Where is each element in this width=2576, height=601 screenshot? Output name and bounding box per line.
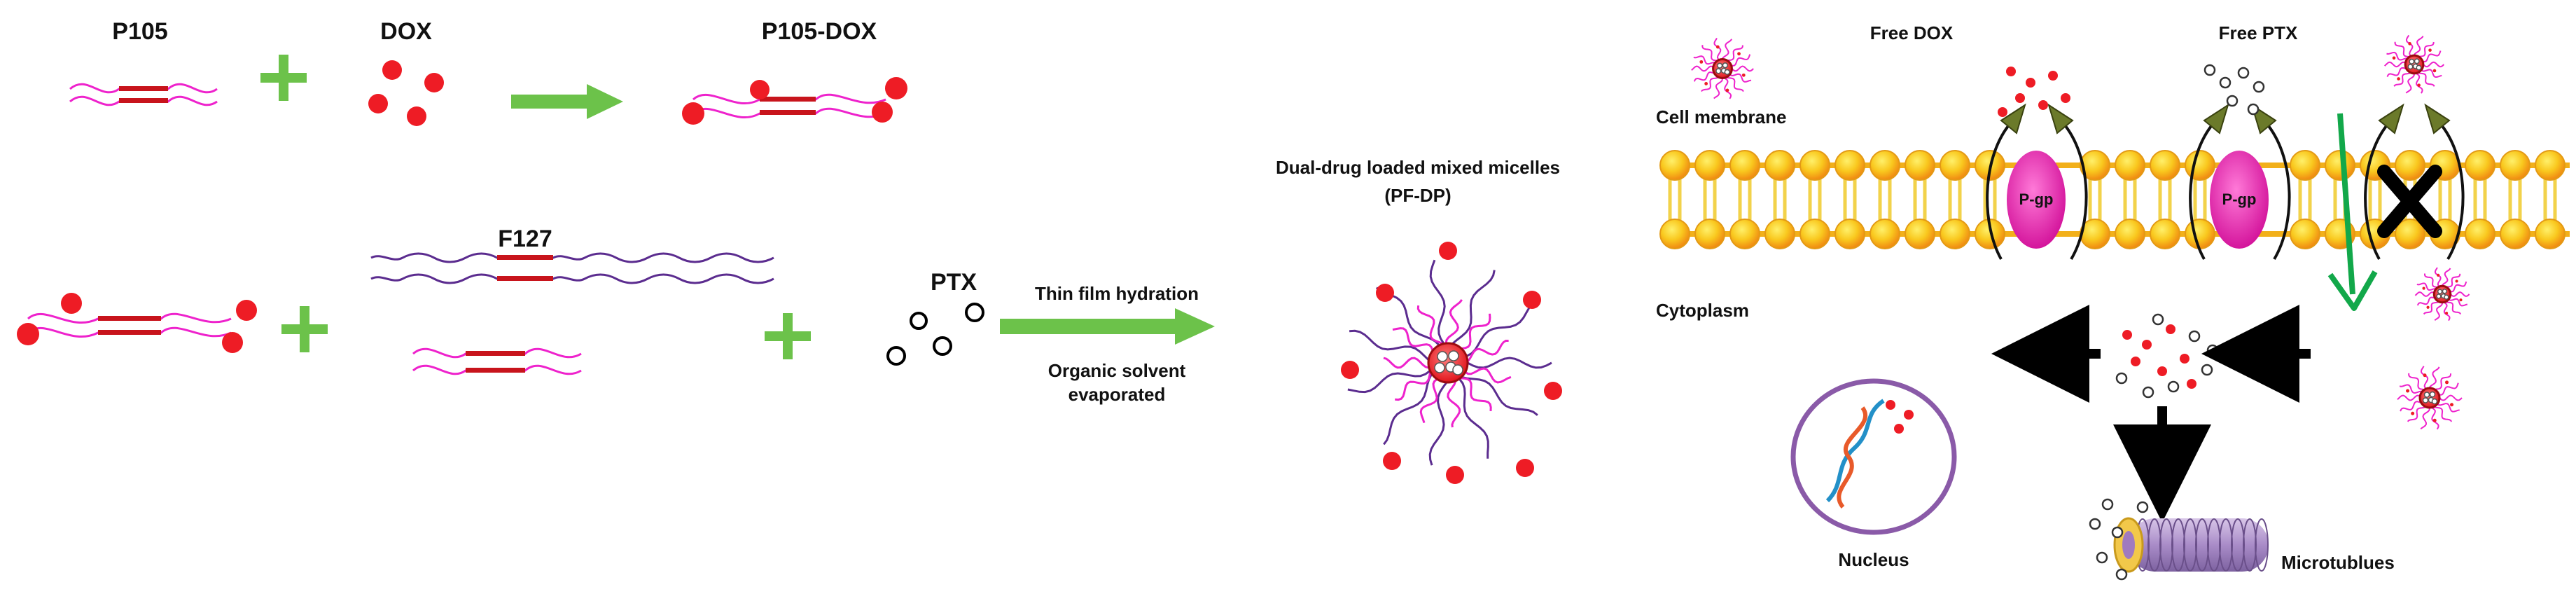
label-cytoplasm: Cytoplasm [1656, 300, 1749, 321]
p105-copolymer [69, 83, 218, 106]
arrow-thin-film-hydration [1000, 308, 1215, 345]
lipid-molecule [1694, 150, 1725, 249]
lipid-molecule [1905, 150, 1935, 249]
label-free-dox: Free DOX [1870, 22, 1954, 43]
plus-sign-1 [260, 55, 307, 101]
lipid-molecule [2535, 150, 2565, 249]
free-dox-efflux [1998, 67, 2070, 117]
lipid-molecule [2115, 150, 2145, 249]
plus-sign-3 [765, 313, 811, 359]
label-pgp-1: P-gp [2019, 191, 2054, 208]
label-f127: F127 [498, 226, 552, 252]
micelle-in-membrane [2414, 267, 2470, 322]
label-organic-solvent: Organic solvent [1048, 360, 1186, 381]
micelle-internalized [2397, 366, 2463, 430]
microtubule [2089, 498, 2269, 581]
lipid-molecule [2465, 150, 2495, 249]
pf-dp-micelle [1341, 242, 1562, 484]
right-scheme: Cell membrane Free DOX Free PTX P-gp P-g… [1656, 22, 2570, 581]
pf-dp-micelle-body [1341, 242, 1562, 484]
p105-copolymer-2 [412, 347, 582, 375]
arrow-conjugation [511, 84, 623, 119]
p105-dox-input [17, 293, 257, 353]
lipid-molecule [2290, 150, 2320, 249]
pgp-pump-1: P-gp [2007, 151, 2066, 249]
micelle-outside-2 [2384, 34, 2445, 94]
lipid-molecule [1834, 150, 1865, 249]
inhibited-pump-x-icon [2377, 165, 2442, 238]
small-micelles [1691, 34, 2470, 430]
label-p105-dox: P105-DOX [762, 18, 877, 45]
free-ptx-efflux [2203, 64, 2265, 116]
label-thin-film: Thin film hydration [1035, 283, 1199, 304]
lipid-molecule [2150, 150, 2180, 249]
plus-sign-2 [281, 306, 328, 352]
p105-dox-conjugate [682, 77, 907, 125]
label-evaporated: evaporated [1068, 384, 1166, 405]
f127-copolymer [370, 252, 774, 284]
left-scheme: P105 DOX P105-DOX [17, 18, 1562, 484]
label-ptx: PTX [931, 269, 977, 296]
lipid-molecule [1940, 150, 1970, 249]
label-cell-membrane: Cell membrane [1656, 106, 1786, 127]
label-microtubules: Microtublues [2281, 552, 2395, 573]
lipid-molecule [2500, 150, 2530, 249]
ptx-molecules [886, 303, 984, 366]
lipid-molecule [1799, 150, 1830, 249]
micelle-outside-1 [1691, 37, 1754, 99]
arrow-endocytosis [2327, 113, 2378, 311]
label-micelle-abbrev: (PF-DP) [1384, 185, 1451, 206]
pgp-pump-2: P-gp [2210, 151, 2269, 249]
label-free-ptx: Free PTX [2219, 22, 2298, 43]
lipid-molecule [1870, 150, 1900, 249]
released-drugs [2115, 313, 2219, 399]
nucleus [1790, 378, 1957, 535]
lipid-molecule [1764, 150, 1795, 249]
dna-helix-icon [1825, 399, 1885, 509]
lipid-molecule [2080, 150, 2110, 249]
dox-molecules [368, 60, 444, 126]
label-p105: P105 [112, 18, 167, 45]
label-nucleus: Nucleus [1838, 549, 1909, 570]
lipid-molecule [1659, 150, 1690, 249]
efflux-channels [1986, 125, 2465, 261]
label-pgp-2: P-gp [2222, 191, 2257, 208]
label-dox: DOX [380, 18, 432, 45]
release-arrows [1991, 305, 2311, 523]
label-micelle-title: Dual-drug loaded mixed micelles [1276, 157, 1560, 178]
lipid-molecule [1729, 150, 1760, 249]
